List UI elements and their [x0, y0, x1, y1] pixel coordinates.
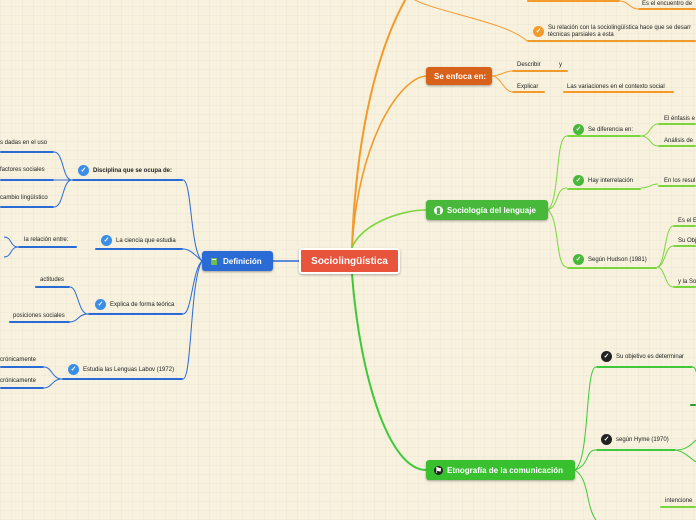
intenciones-text[interactable]: intencione: [665, 498, 693, 504]
check-icon: ✓: [573, 254, 584, 265]
variaciones-underline: [563, 91, 674, 93]
check-icon: ✓: [573, 175, 584, 186]
interrelacion-item-underline: [658, 185, 696, 187]
diferencia-label[interactable]: Se diferencia en:: [588, 127, 634, 133]
explica-item-2[interactable]: posiciones sociales: [13, 313, 65, 319]
diferencia-item-1[interactable]: El énfasis e: [664, 116, 696, 122]
hudson-item-3[interactable]: y la So: [678, 279, 696, 285]
book-icon: ▮: [434, 205, 443, 215]
labov-item-2-underline: [0, 387, 44, 389]
disciplina-item-2[interactable]: factores sociales: [0, 167, 45, 173]
diferencia-underline: [567, 135, 641, 137]
ciencia-underline: [95, 248, 183, 250]
check-icon: ✓: [101, 235, 112, 246]
labov-underline: [62, 378, 183, 380]
diferencia-item-2[interactable]: Análisis de: [664, 138, 694, 144]
labov-item-2[interactable]: crónicamente: [0, 378, 37, 384]
interrelacion-label[interactable]: Hay interrelación: [588, 178, 634, 184]
describir-underline: [512, 70, 568, 72]
objetivo-underline: [596, 366, 693, 368]
explica-item-1-underline: [35, 286, 70, 288]
explica-item-1[interactable]: actitudes: [40, 277, 65, 283]
hymes-label[interactable]: según Hyme (1970): [616, 437, 669, 443]
top-underline-1: [527, 0, 620, 2]
etnografia-label: Etnografía de la comunicación: [447, 465, 564, 475]
encuentro-underline: [638, 8, 696, 10]
explica-label[interactable]: Explica de forma teórica: [110, 302, 175, 308]
check-icon: ✓: [95, 299, 106, 310]
explica-underline: [88, 313, 183, 315]
interrelacion-item[interactable]: En los resul: [664, 178, 696, 184]
check-icon: ✓: [533, 26, 544, 37]
explicar-underline: [512, 91, 545, 93]
ciencia-item[interactable]: la relación entre:: [24, 237, 69, 243]
describir-text[interactable]: Describir: [517, 62, 541, 68]
explica-item-2-underline: [9, 321, 70, 323]
explicar-text[interactable]: Explicar: [517, 84, 539, 90]
disciplina-item-1-underline: [0, 151, 54, 153]
ciencia-label[interactable]: La ciencia que estudia: [116, 238, 176, 244]
etnografia-node[interactable]: ⚑ Etnografía de la comunicación: [426, 460, 575, 480]
enfoca-node[interactable]: Se enfoca en:: [426, 67, 492, 85]
y-text[interactable]: y: [559, 62, 562, 68]
flag-icon: ⚑: [434, 465, 443, 475]
definicion-node[interactable]: Definición: [202, 251, 273, 271]
relacion-underline: [527, 40, 696, 42]
disciplina-item-3-underline: [0, 206, 54, 208]
check-icon: ✓: [601, 351, 612, 362]
diferencia-item-2-underline: [658, 145, 696, 147]
book-icon: [210, 257, 219, 266]
encuentro-text[interactable]: Es el encuentro de: [642, 1, 693, 7]
objetivo-label[interactable]: Su objetivo es determinar: [616, 354, 685, 360]
sociologia-label: Sociología del lenguaje: [447, 205, 536, 215]
interrelacion-underline: [567, 188, 641, 190]
hudson-item-2[interactable]: Su Obj: [678, 238, 696, 244]
hymes-underline: [596, 449, 676, 451]
intenciones-underline: [660, 506, 696, 508]
hudson-item-1[interactable]: Es el E: [678, 218, 696, 224]
disciplina-label: Disciplina que se ocupa de:: [93, 168, 173, 174]
disciplina-underline: [72, 179, 183, 181]
enfoca-label: Se enfoca en:: [434, 71, 487, 81]
labov-item-1-underline: [0, 366, 44, 368]
definicion-label: Definición: [223, 256, 262, 266]
root-label: Sociolingüística: [311, 255, 388, 267]
hudson-label[interactable]: Según Hudson (1981): [588, 257, 647, 263]
sociologia-node[interactable]: ▮ Sociología del lenguaje: [426, 200, 548, 220]
variaciones-text[interactable]: Las variaciones en el contexto social: [567, 84, 665, 90]
check-icon: ✓: [78, 165, 89, 176]
hudson-item-3-underline: [673, 286, 696, 288]
hudson-item-2-underline: [673, 245, 696, 247]
disciplina-item-2-underline: [0, 179, 54, 181]
disciplina-item-3[interactable]: cambio lingüístico: [0, 195, 48, 201]
root-node[interactable]: Sociolingüística: [299, 248, 400, 274]
relacion-line-1[interactable]: Su relación con la sociolingüística hace…: [548, 25, 692, 31]
labov-item-1[interactable]: crónicamente: [0, 357, 37, 363]
ciencia-item-underline: [18, 246, 77, 248]
labov-label[interactable]: Estudia las Lenguas Labov (1972): [83, 367, 175, 373]
hudson-underline: [567, 267, 657, 269]
check-icon: ✓: [68, 364, 79, 375]
relacion-line-2[interactable]: técnicas parsiales a esta: [548, 32, 614, 38]
check-icon: ✓: [573, 124, 584, 135]
diferencia-item-1-underline: [658, 123, 696, 125]
check-icon: ✓: [601, 434, 612, 445]
objetivo-child-underline: [690, 404, 696, 406]
hudson-item-1-underline: [673, 225, 696, 227]
disciplina-item-1[interactable]: s dadas en el uso: [0, 140, 48, 146]
